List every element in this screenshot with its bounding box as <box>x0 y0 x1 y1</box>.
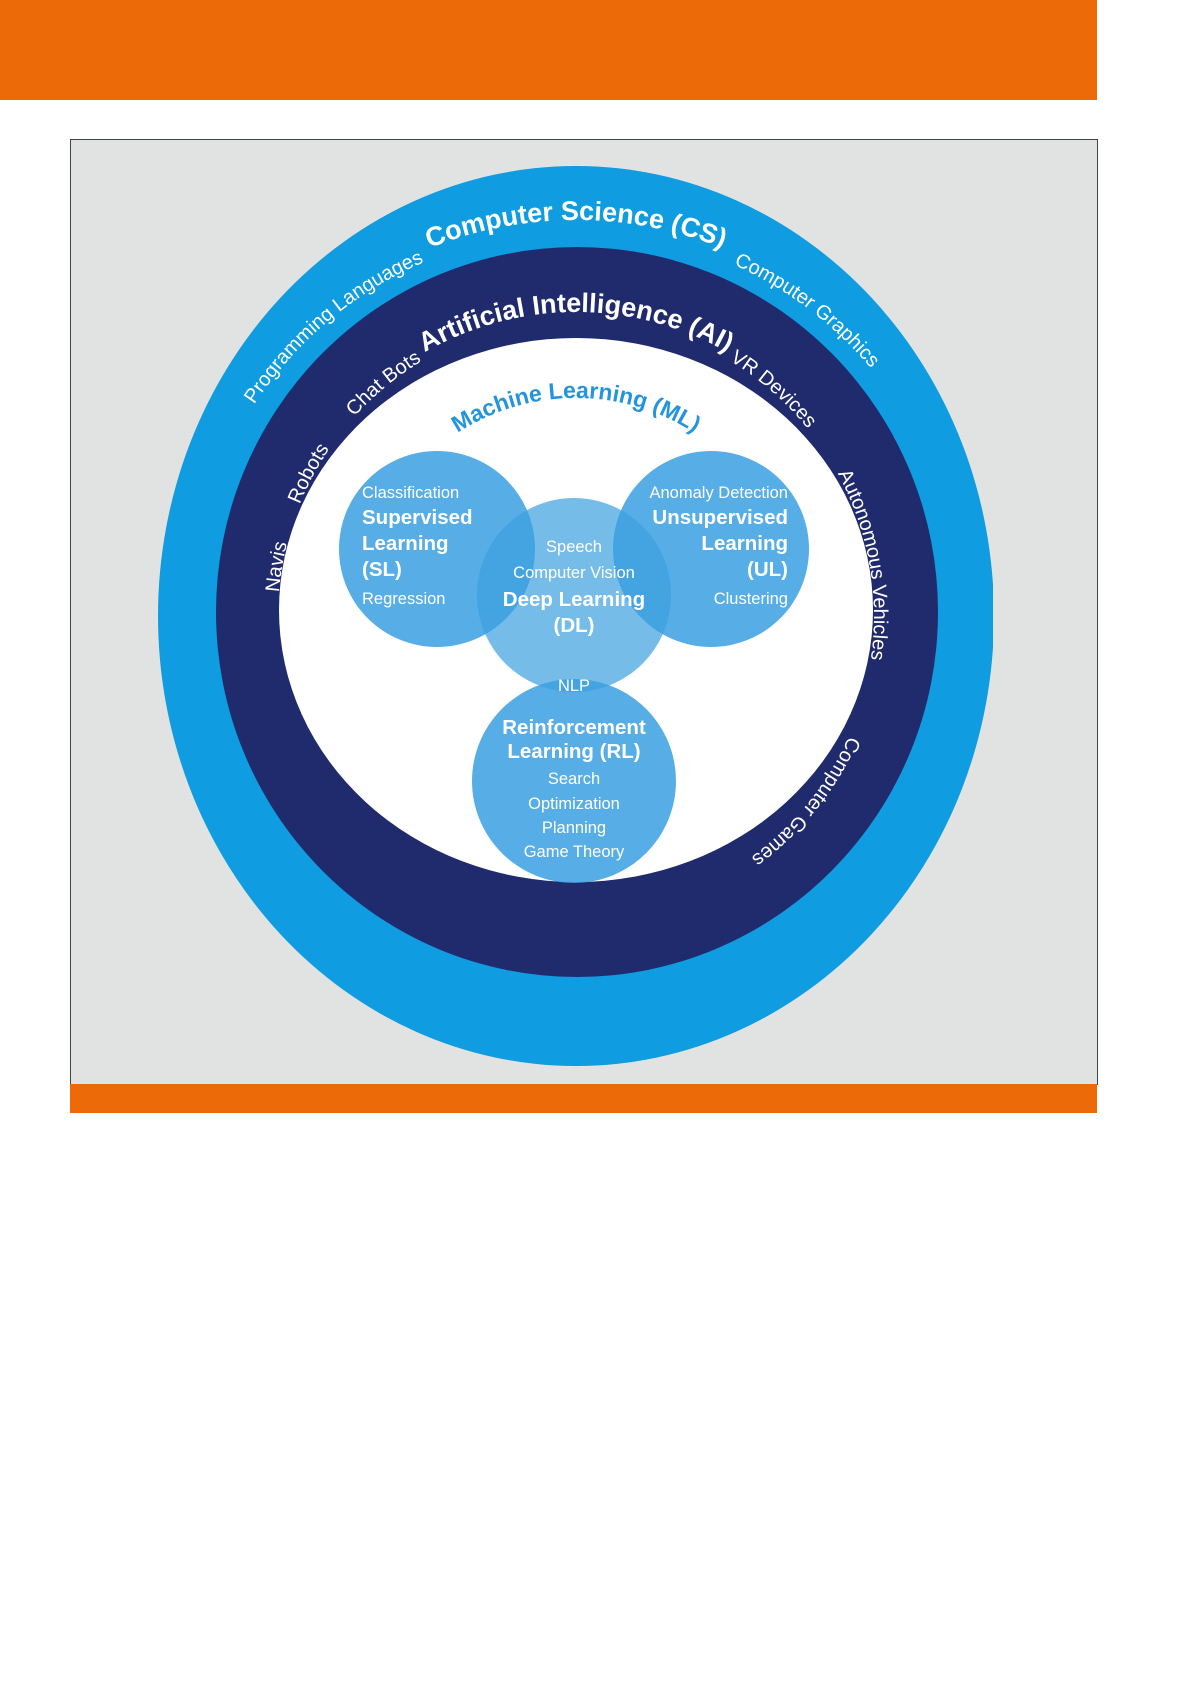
footer-orange-bar <box>70 1084 1097 1113</box>
rl-item: Optimization <box>528 795 620 813</box>
ul-title: Unsupervised <box>652 506 788 529</box>
rl-item: Game Theory <box>524 843 625 861</box>
dl-title: (DL) <box>554 614 595 637</box>
nlp-label: NLP <box>558 677 590 695</box>
dl-circle <box>477 498 671 692</box>
rl-item: Search <box>548 770 600 788</box>
sl-title: (SL) <box>362 558 402 581</box>
rl-circle <box>472 679 676 883</box>
sl-title: Supervised <box>362 506 473 529</box>
dl-item: Speech <box>546 538 602 556</box>
sl-title: Learning <box>362 532 449 555</box>
sl-bottom: Regression <box>362 590 445 608</box>
dl-title: Deep Learning <box>503 588 645 611</box>
ul-title: (UL) <box>747 558 788 581</box>
rl-title: Reinforcement <box>502 716 646 739</box>
rl-title: Learning (RL) <box>507 740 640 763</box>
header-orange-bar <box>0 0 1097 100</box>
rl-item: Planning <box>542 819 606 837</box>
ul-title: Learning <box>701 532 788 555</box>
ul-bottom: Clustering <box>714 590 788 608</box>
ul-top: Anomaly Detection <box>650 484 789 502</box>
dl-item: Computer Vision <box>513 564 635 582</box>
sl-top: Classification <box>362 484 459 502</box>
